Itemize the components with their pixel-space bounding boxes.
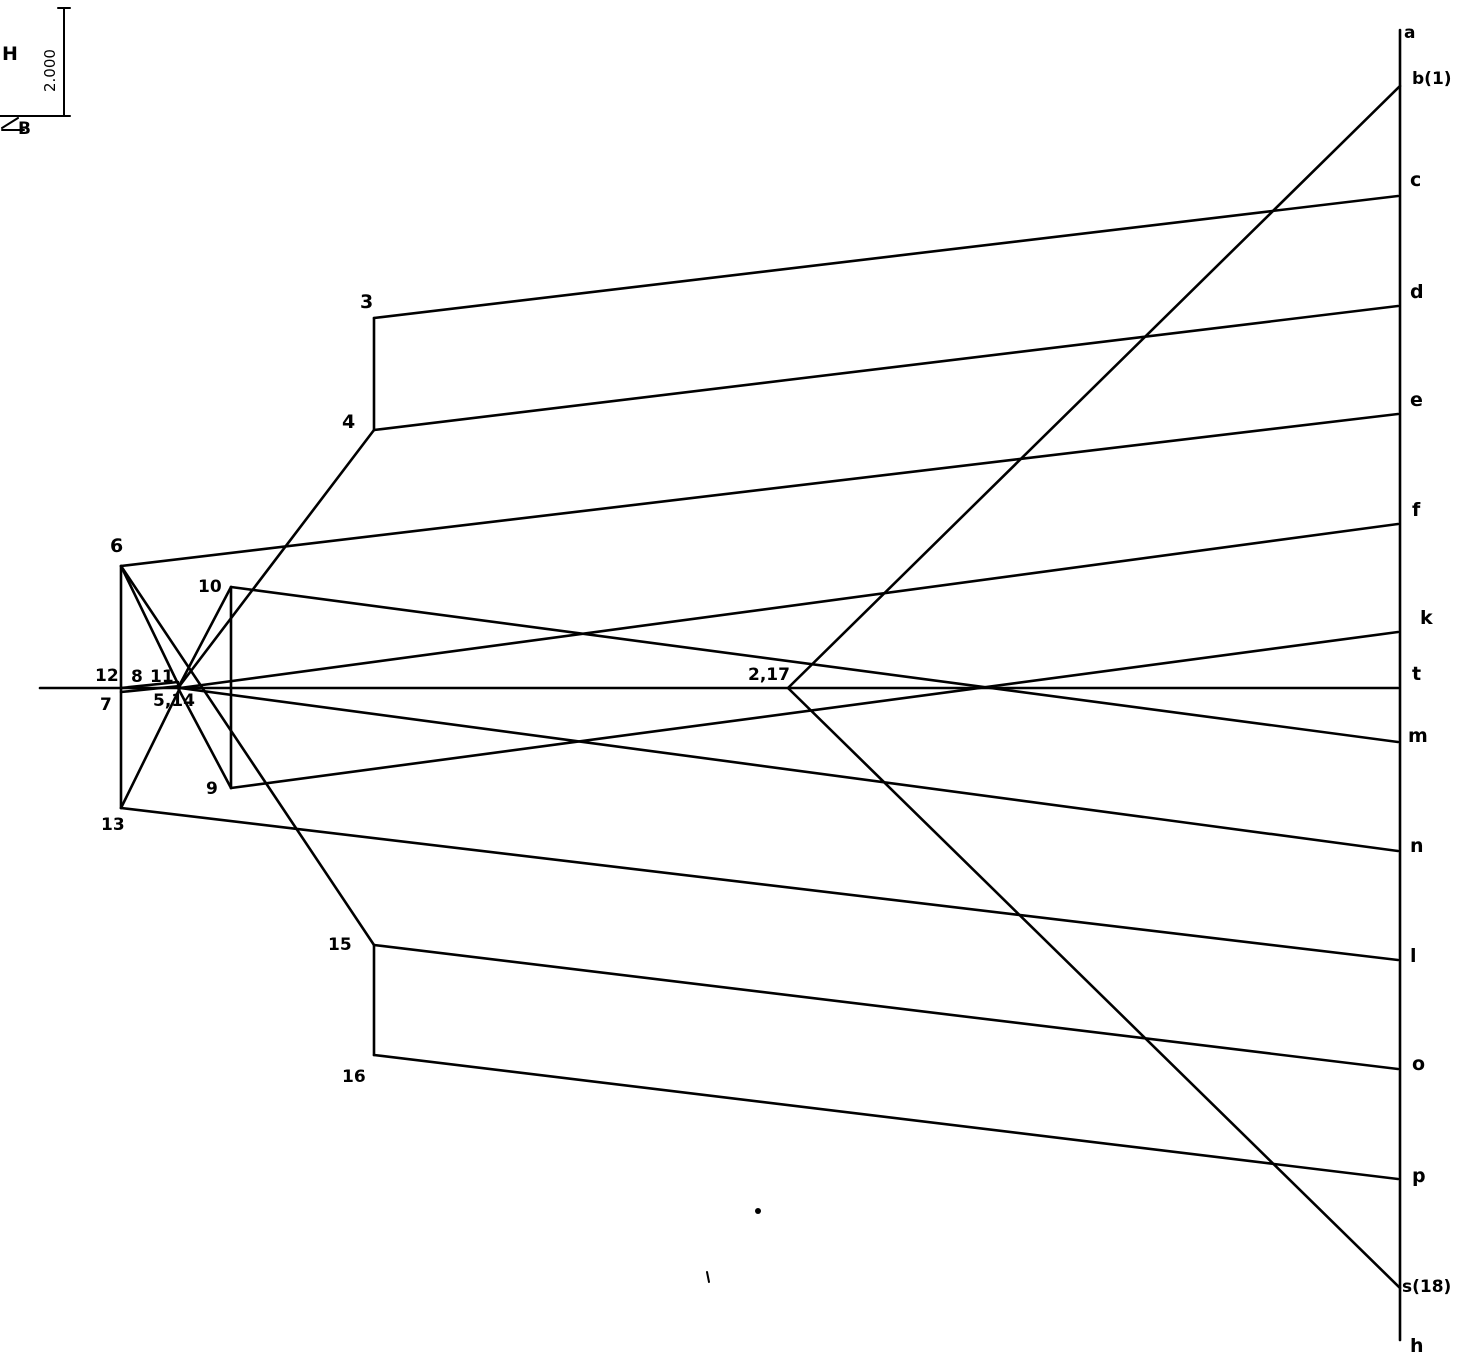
ray-9-to-k xyxy=(229,630,1400,790)
ray-pole-to-f xyxy=(178,522,1400,690)
load-label-l: l xyxy=(1410,945,1417,967)
load-label-k: k xyxy=(1420,607,1433,629)
scale-legend: H 2.000 B xyxy=(0,7,71,139)
ray-15-to-o xyxy=(372,943,1400,1071)
load-label-n: n xyxy=(1410,835,1424,857)
member-13-to-pole xyxy=(119,686,182,810)
ray-16-to-p xyxy=(372,1053,1400,1181)
ray-6-to-e xyxy=(119,412,1400,568)
load-label-m: m xyxy=(1408,725,1428,747)
member-4-to-pole xyxy=(176,428,376,690)
load-label-t: t xyxy=(1412,663,1421,685)
node-label-4: 4 xyxy=(342,411,355,433)
load-label-p: p xyxy=(1412,1165,1426,1187)
ray-4-to-d xyxy=(372,304,1400,432)
load-label-s: s(18) xyxy=(1402,1277,1451,1297)
member-6-to-pole xyxy=(119,564,182,690)
stray-mark xyxy=(706,1271,710,1283)
ray-2-17-to-s xyxy=(786,686,1402,1290)
load-label-o: o xyxy=(1412,1053,1425,1075)
node-label-3: 3 xyxy=(360,291,373,313)
member-10-to-pole xyxy=(176,585,233,690)
ray-3-to-c xyxy=(372,194,1400,320)
node-label-5-14: 5,14 xyxy=(153,691,195,711)
member-9-to-pole xyxy=(176,686,233,790)
load-label-d: d xyxy=(1410,281,1424,303)
node-label-8: 8 xyxy=(131,667,143,687)
ray-pole-to-n xyxy=(178,686,1400,853)
member-12-to-11 xyxy=(119,680,180,690)
node-label-13: 13 xyxy=(101,815,125,835)
ray-13-to-l xyxy=(119,806,1400,962)
load-label-b: b(1) xyxy=(1412,69,1452,89)
node-label-11: 11 xyxy=(150,667,174,687)
load-label-h: h xyxy=(1410,1335,1424,1357)
ray-2-17-to-b xyxy=(786,84,1402,690)
scale-corner-stroke xyxy=(1,117,19,129)
node-label-6: 6 xyxy=(110,535,123,557)
load-label-f: f xyxy=(1412,499,1421,521)
ray-10-to-m xyxy=(229,585,1400,744)
node-label-9: 9 xyxy=(206,779,218,799)
member-7-to-pole xyxy=(119,684,182,694)
node-label-16: 16 xyxy=(342,1067,366,1087)
stray-dot xyxy=(755,1208,761,1214)
node-label-15: 15 xyxy=(328,935,352,955)
node-label-2-17: 2,17 xyxy=(748,665,790,685)
load-label-c: c xyxy=(1410,169,1421,191)
member-6-to-15 xyxy=(119,564,376,947)
node-label-12: 12 xyxy=(95,666,119,686)
load-label-e: e xyxy=(1410,389,1423,411)
load-label-a: a xyxy=(1404,23,1415,43)
node-label-7: 7 xyxy=(100,695,112,715)
scale-value-label: 2.000 xyxy=(41,49,59,92)
scale-corner-label: B xyxy=(18,119,31,139)
node-label-10: 10 xyxy=(198,577,222,597)
scale-left-label: H xyxy=(2,43,18,65)
